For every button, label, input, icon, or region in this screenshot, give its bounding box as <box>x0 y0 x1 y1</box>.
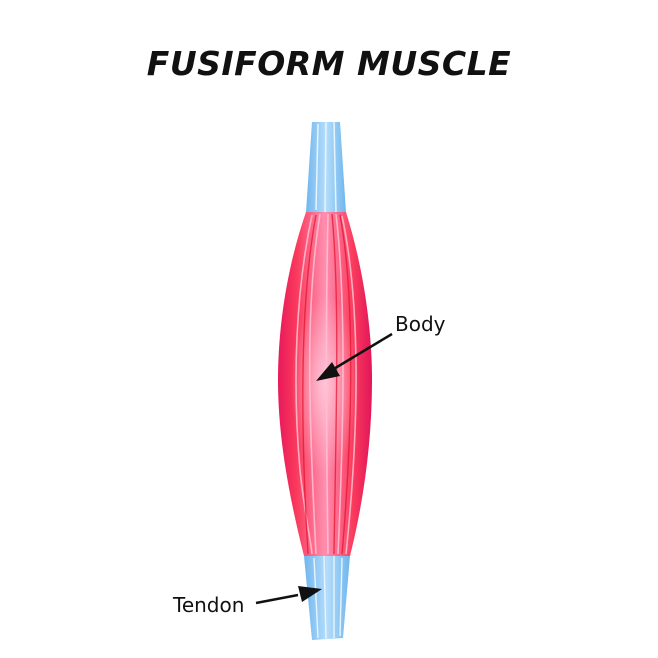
diagram-title: FUSIFORM MUSCLE <box>146 44 512 83</box>
muscle-body <box>278 212 372 556</box>
top-tendon <box>306 121 346 213</box>
body-pointer-arrow <box>316 332 393 381</box>
bottom-tendon <box>304 555 350 641</box>
tendon-pointer-arrow <box>255 586 322 605</box>
body-label: Body <box>395 312 446 336</box>
tendon-label: Tendon <box>173 593 245 617</box>
